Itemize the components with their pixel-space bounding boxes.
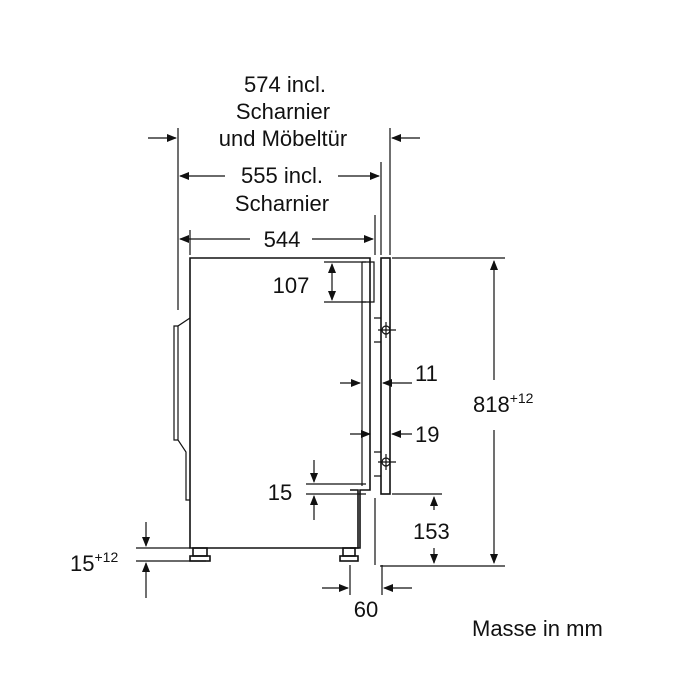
front-foot xyxy=(342,547,356,557)
furniture-door xyxy=(374,257,396,565)
label-15-inner: 15 xyxy=(268,480,292,505)
upper-hinge xyxy=(374,317,381,343)
base-block xyxy=(350,489,359,549)
dim-153 xyxy=(392,493,442,564)
rear-profile-inner xyxy=(173,325,178,441)
rear-foot-pad xyxy=(189,555,211,562)
rear-profile xyxy=(177,317,191,501)
label-818: 818+12 xyxy=(473,390,534,417)
dim-818 xyxy=(380,257,505,567)
dim-60 xyxy=(322,565,412,595)
label-107: 107 xyxy=(273,273,310,298)
label-11: 11 xyxy=(415,361,438,386)
label-153: 153 xyxy=(413,519,450,544)
lower-hinge xyxy=(374,451,381,477)
label-555-line2: Scharnier xyxy=(235,191,329,216)
label-544: 544 xyxy=(264,227,301,252)
appliance-body xyxy=(173,257,375,562)
dim-107 xyxy=(324,261,366,303)
rear-foot xyxy=(192,547,208,557)
units-note: Masse in mm xyxy=(472,616,603,641)
dim-15-inner xyxy=(306,460,366,520)
dim-15-foot xyxy=(136,522,206,598)
label-574-line3: und Möbeltür xyxy=(219,126,347,151)
label-574-line2: Scharnier xyxy=(236,99,330,124)
door-panel xyxy=(380,257,391,495)
label-555: 555 incl. xyxy=(241,163,323,188)
label-60: 60 xyxy=(354,597,378,622)
control-panel xyxy=(362,261,375,303)
label-574: 574 incl. xyxy=(244,72,326,97)
extension-lines xyxy=(177,128,391,310)
label-19: 19 xyxy=(415,422,439,447)
front-foot-pad xyxy=(339,555,359,562)
label-15-foot: 15+12 xyxy=(70,549,118,576)
